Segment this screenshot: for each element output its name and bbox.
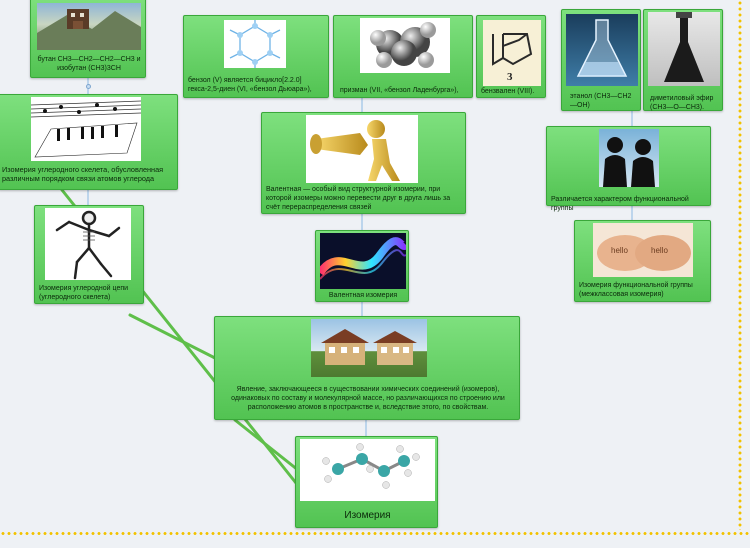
node-benzvalen[interactable]: 3 бензвален (VIII).: [476, 15, 546, 98]
dotted-border-right: [738, 0, 742, 530]
node-functional-description[interactable]: Различается характером функциональной гр…: [546, 126, 711, 212]
node-butan-caption: бутан CH3—CH2—CH2—CH3 и изобутан (CH3)3C…: [37, 56, 141, 72]
hand-left-text: hello: [611, 246, 628, 255]
prisman-model-image: [360, 18, 450, 73]
molecule-model-image: [300, 439, 435, 501]
skeleton-dance-image: [45, 208, 131, 280]
node-ethanol-caption: этанол (CH3—CH2—OH): [570, 93, 632, 109]
node-valence[interactable]: Валентная изомерия: [315, 230, 409, 302]
node-ether[interactable]: диметиловый эфир (CH3—O—CH3).: [643, 9, 723, 111]
node-root-title: Изомерия: [344, 510, 391, 521]
trumpet-figure-image: [306, 115, 418, 183]
node-skeleton-description-caption: Изомерия углеродного скелета, обусловлен…: [2, 165, 164, 183]
node-valence-description-caption: Валентная — особый вид структурной изоме…: [266, 186, 451, 211]
connector-dot: [86, 84, 91, 89]
node-prisman-caption: призман (VII, «бензол Ладенбурга»),: [340, 87, 459, 94]
node-functional[interactable]: hello hello Изомерия функциональной груп…: [574, 220, 711, 302]
node-functional-caption: Изомерия функциональной группы (межкласс…: [579, 282, 693, 298]
node-benzol-caption: бензол (V) является бицикло[2.2.0] гекса…: [188, 77, 312, 93]
node-functional-description-caption: Различается характером функциональной гр…: [551, 196, 689, 212]
node-skeleton-description[interactable]: Изомерия углеродного скелета, обусловлен…: [0, 94, 178, 190]
node-butan[interactable]: бутан CH3—CH2—CH2—CH3 и изобутан (CH3)3C…: [30, 0, 146, 78]
node-benzol[interactable]: бензол (V) является бицикло[2.2.0] гекса…: [183, 15, 329, 98]
wave-art-image: [320, 233, 406, 289]
node-valence-caption: Валентная изомерия: [328, 292, 398, 299]
node-ether-caption: диметиловый эфир (CH3—O—CH3).: [650, 95, 714, 111]
hands-hello-image: hello hello: [593, 223, 693, 277]
node-valence-description[interactable]: Валентная — особый вид структурной изоме…: [261, 112, 466, 214]
node-carbon-chain[interactable]: Изомерия углеродной цепи (углеродного ск…: [34, 205, 144, 304]
benzvalen-structure-image: 3: [483, 20, 541, 86]
node-definition[interactable]: Явление, заключающееся в существовании х…: [214, 316, 520, 420]
arguing-silhouettes-image: [599, 129, 659, 187]
node-prisman[interactable]: призман (VII, «бензол Ладенбурга»),: [333, 15, 473, 98]
ether-flask-image: [648, 12, 720, 86]
houses-image: [311, 319, 427, 377]
pagoda-image: [37, 3, 141, 50]
hand-right-text: hello: [651, 246, 668, 255]
node-carbon-chain-caption: Изомерия углеродной цепи (углеродного ск…: [39, 285, 129, 301]
benzol-structure-image: [224, 20, 286, 68]
node-ethanol[interactable]: этанол (CH3—CH2—OH): [561, 9, 641, 111]
dotted-border-bottom: [0, 531, 750, 536]
node-benzvalen-caption: бензвален (VIII).: [481, 88, 535, 95]
ethanol-flask-image: [566, 14, 638, 86]
node-definition-caption: Явление, заключающееся в существовании х…: [231, 386, 505, 411]
prisman-number-label: 3: [507, 71, 513, 83]
piano-music-image: [31, 97, 141, 161]
node-root[interactable]: Изомерия: [295, 436, 438, 528]
